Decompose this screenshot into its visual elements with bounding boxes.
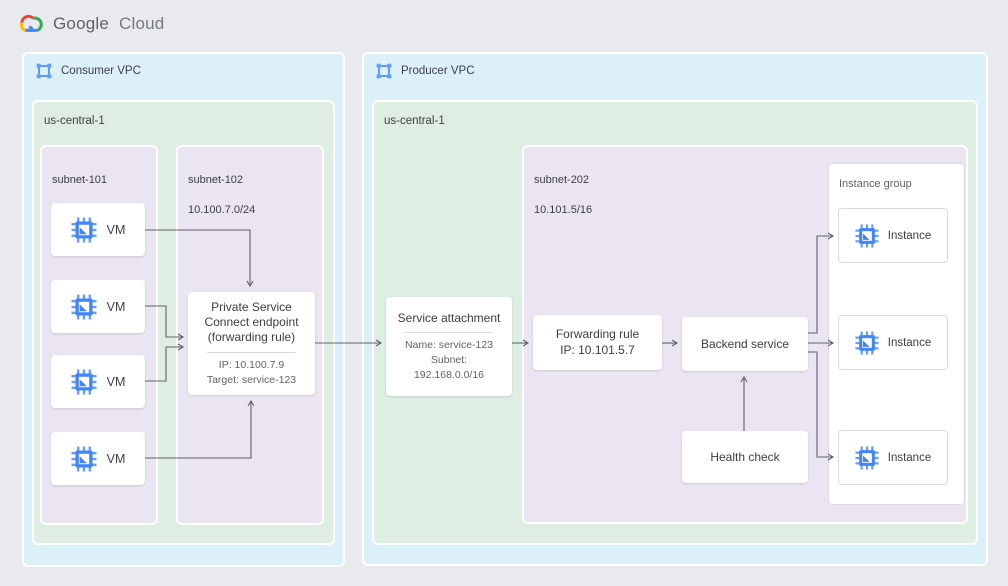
- vm-chip-icon: [71, 369, 97, 394]
- vm-label: VM: [106, 222, 126, 237]
- consumer-vpc-label: Consumer VPC: [61, 65, 141, 77]
- logo-text-google: Google: [53, 14, 110, 33]
- vm-node-2: VM: [51, 280, 145, 333]
- producer-vpc-header: Producer VPC: [376, 63, 475, 79]
- instance-label: Instance: [887, 451, 932, 464]
- google-cloud-logo: Google Cloud: [16, 12, 164, 36]
- instance-node-2: Instance: [838, 315, 948, 370]
- service-attachment-node: Service attachment Name: service-123 Sub…: [386, 297, 512, 396]
- backend-service-label: Backend service: [700, 337, 790, 351]
- instance-node-3: Instance: [838, 430, 948, 485]
- vm-chip-icon: [71, 446, 97, 471]
- producer-vpc-label: Producer VPC: [401, 65, 475, 77]
- forwarding-rule-node: Forwarding rule IP: 10.101.5.7: [533, 315, 662, 370]
- google-cloud-icon: [19, 14, 43, 32]
- vm-node-3: VM: [51, 355, 145, 408]
- logo-text-cloud: Cloud: [119, 14, 165, 33]
- vpc-network-icon: [376, 63, 392, 79]
- vm-label: VM: [106, 299, 126, 314]
- instance-chip-icon: [855, 445, 879, 470]
- vm-chip-icon: [71, 294, 97, 319]
- health-check-label: Health check: [710, 450, 780, 464]
- service-attachment-details: Name: service-123 Subnet: 192.168.0.0/16: [404, 339, 494, 381]
- producer-region-label: us-central-1: [384, 115, 445, 127]
- instance-chip-icon: [855, 223, 879, 248]
- vm-label: VM: [106, 374, 126, 389]
- health-check-node: Health check: [682, 431, 808, 483]
- backend-service-node: Backend service: [682, 317, 808, 371]
- consumer-vpc-header: Consumer VPC: [36, 63, 141, 79]
- instance-label: Instance: [887, 336, 932, 349]
- vm-label: VM: [106, 451, 126, 466]
- vm-node-1: VM: [51, 203, 145, 256]
- divider: [404, 332, 494, 334]
- vpc-network-icon: [36, 63, 52, 79]
- subnet-202-label: subnet-202 10.101.5/16: [534, 173, 593, 216]
- instance-node-1: Instance: [838, 208, 948, 263]
- service-attachment-title: Service attachment: [397, 310, 501, 325]
- psc-endpoint-node: Private Service Connect endpoint (forwar…: [188, 292, 315, 395]
- vm-chip-icon: [71, 217, 97, 242]
- instance-group-label: Instance group: [839, 178, 912, 190]
- instance-label: Instance: [887, 229, 932, 242]
- vm-node-4: VM: [51, 432, 145, 485]
- forwarding-rule-label: Forwarding rule IP: 10.101.5.7: [555, 327, 640, 357]
- instance-chip-icon: [855, 330, 879, 355]
- consumer-region-label: us-central-1: [44, 115, 105, 127]
- divider: [206, 351, 297, 353]
- psc-endpoint-title: Private Service Connect endpoint (forwar…: [204, 299, 299, 345]
- psc-endpoint-details: IP: 10.100.7.9 Target: service-123: [206, 358, 297, 386]
- subnet-102-label: subnet-102 10.100.7.0/24: [188, 173, 256, 216]
